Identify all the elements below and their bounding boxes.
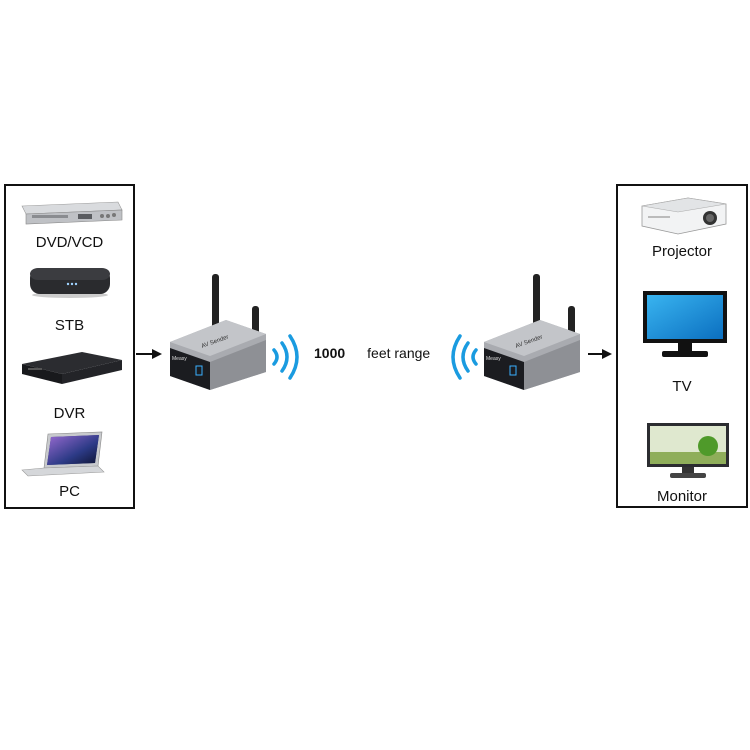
output-label-projector: Projector (651, 243, 713, 260)
source-label-dvr: DVR (53, 405, 86, 422)
output-label-tv: TV (672, 378, 692, 395)
transmitter-brand-text: Measy (172, 356, 187, 362)
range-caption: 1000 feet range (314, 345, 430, 361)
input-arrow-icon (136, 349, 162, 359)
transmit-wifi-icon (272, 334, 299, 380)
tv-icon (643, 291, 727, 357)
source-devices-panel: DVD/VCD STB DVR PC (4, 184, 135, 509)
source-label-pc: PC (59, 483, 80, 500)
output-label-monitor: Monitor (656, 488, 708, 505)
output-arrow-icon (588, 349, 612, 359)
set-top-box-icon (30, 268, 110, 298)
dvd-player-icon (21, 201, 123, 225)
dvr-recorder-icon (22, 352, 122, 384)
laptop-icon (21, 431, 105, 477)
transmitter-device: Measy AV Sender (170, 274, 266, 390)
receive-wifi-icon (451, 334, 478, 380)
projector-icon (641, 197, 727, 235)
receiver-device: Measy AV Sender (484, 274, 580, 390)
output-devices-panel: Projector TV Monitor (616, 184, 748, 508)
source-label-stb: STB (54, 317, 85, 334)
monitor-icon (647, 423, 729, 478)
range-number: 1000 (314, 345, 346, 361)
source-label-dvd: DVD/VCD (35, 234, 104, 251)
receiver-brand-text: Measy (486, 356, 501, 362)
range-text: feet range (367, 345, 431, 361)
